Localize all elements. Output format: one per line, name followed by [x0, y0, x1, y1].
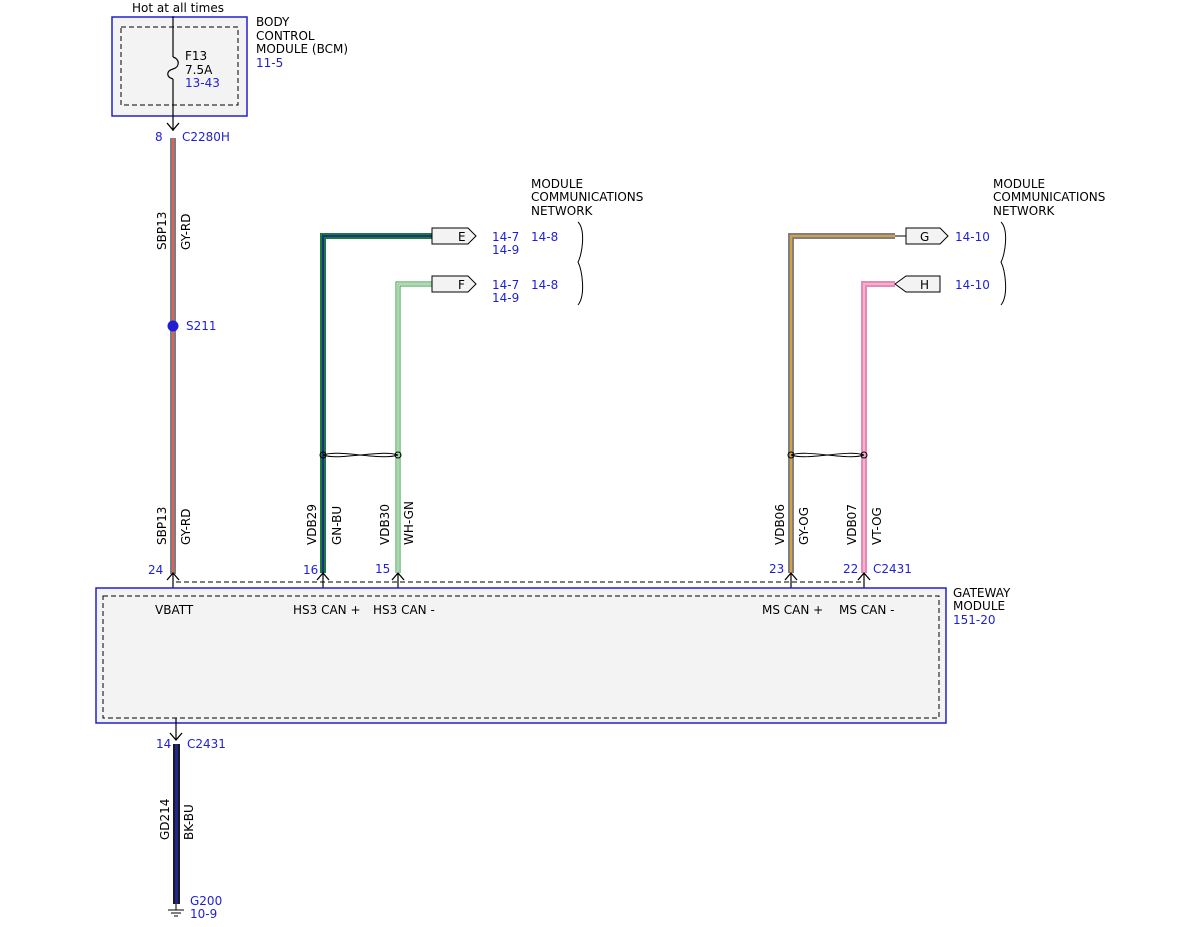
pin-label-ms-can-minus: MS CAN -: [839, 603, 895, 617]
pin-arrows: [166, 572, 871, 588]
pin-num-15: 15: [375, 562, 390, 576]
connector-f-extra[interactable]: 14-8: [531, 278, 558, 292]
splice-dot[interactable]: [167, 320, 179, 332]
network-right-title-2: COMMUNICATIONS: [993, 190, 1105, 204]
bcm-name-line-2: CONTROL: [256, 29, 315, 43]
connector-h-tag[interactable]: [894, 275, 941, 293]
wire-sbp13-color-lower: GY-RD: [179, 508, 193, 545]
connector-e-ref-2[interactable]: 14-9: [492, 243, 519, 257]
connector-e-tag[interactable]: [431, 227, 477, 245]
pin-num-23: 23: [769, 562, 784, 576]
gateway-module-box[interactable]: [95, 587, 947, 724]
bcm-name-line-1: BODY: [256, 15, 290, 29]
network-right-title-1: MODULE: [993, 177, 1045, 191]
wire-vdb07-color: VT-OG: [870, 507, 884, 545]
pin-label-hs3-can-minus: HS3 CAN -: [373, 603, 435, 617]
pin-num-16: 16: [303, 563, 318, 577]
connector-g-tag[interactable]: [905, 227, 949, 245]
gateway-ref[interactable]: 151-20: [953, 613, 996, 627]
gateway-name-line-2: MODULE: [953, 599, 1005, 613]
fuse-id: F13: [185, 49, 207, 63]
connector-g-ref[interactable]: 14-10: [955, 230, 990, 244]
splice-id[interactable]: S211: [186, 319, 217, 333]
wire-sbp13-circuit-lower: SBP13: [155, 507, 169, 545]
bcm-ref[interactable]: 11-5: [256, 56, 283, 70]
bcm-box[interactable]: [111, 16, 248, 117]
connector-e-extra[interactable]: 14-8: [531, 230, 558, 244]
network-left-title-3: NETWORK: [531, 204, 594, 218]
pin-label-ms-can-plus: MS CAN +: [762, 603, 823, 617]
bcm-inner-box: [120, 26, 239, 106]
gateway-name-line-1: GATEWAY: [953, 586, 1011, 600]
connector-arrow-icon: [166, 122, 180, 131]
connector-f-letter: F: [458, 278, 465, 292]
fuse-rating: 7.5A: [185, 63, 213, 77]
network-right-title-3: NETWORK: [993, 204, 1056, 218]
pin-label-vbatt: VBATT: [155, 603, 194, 617]
fuse-icon: [167, 56, 179, 80]
fuse-ref[interactable]: 13-43: [185, 76, 220, 90]
pin-num-24: 24: [148, 563, 163, 577]
wire-vdb29-circuit: VDB29: [305, 504, 319, 545]
pin-num-22: 22: [843, 562, 858, 576]
gateway-connector-id[interactable]: C2431: [873, 562, 912, 576]
pin-label-hs3-can-plus: HS3 CAN +: [293, 603, 361, 617]
brace-icon: [1000, 221, 1007, 306]
network-left-title-1: MODULE: [531, 177, 583, 191]
wire-vdb06-circuit: VDB06: [773, 504, 787, 545]
twisted-pair-icon: [322, 452, 399, 458]
ground-point-id[interactable]: G200: [190, 894, 222, 908]
wire-sbp13-circuit-upper: SBP13: [155, 212, 169, 250]
bcm-connector-pin: 8: [155, 130, 163, 144]
wire-vdb29-color: GN-BU: [330, 506, 344, 545]
wire-sbp13-color-upper: GY-RD: [179, 213, 193, 250]
ground-icon: [168, 904, 184, 917]
wire-vdb07-circuit: VDB07: [845, 504, 859, 545]
connector-e-ref-1[interactable]: 14-7: [492, 230, 519, 244]
ground-pin-num: 14: [156, 737, 171, 751]
ground-connector-id[interactable]: C2431: [187, 737, 226, 751]
wire-gd214-color: BK-BU: [182, 804, 196, 840]
connector-e-letter: E: [458, 230, 466, 244]
connector-arrow-icon: [169, 732, 183, 741]
connector-f-ref-1[interactable]: 14-7: [492, 278, 519, 292]
wire-vdb30-circuit: VDB30: [378, 504, 392, 545]
connector-h-ref[interactable]: 14-10: [955, 278, 990, 292]
connector-h-letter: H: [920, 278, 929, 292]
ground-point-ref[interactable]: 10-9: [190, 907, 217, 921]
connector-f-ref-2[interactable]: 14-9: [492, 291, 519, 305]
wire-gd214-circuit: GD214: [158, 799, 172, 840]
connector-g-letter: G: [920, 230, 929, 244]
connector-f-tag[interactable]: [431, 275, 477, 293]
bcm-name-line-3: MODULE (BCM): [256, 42, 348, 56]
supply-label: Hot at all times: [132, 1, 224, 15]
gateway-inner-box: [102, 595, 940, 719]
brace-icon: [577, 221, 584, 306]
bcm-connector-id[interactable]: C2280H: [182, 130, 230, 144]
network-left-title-2: COMMUNICATIONS: [531, 190, 643, 204]
wire-vdb30-color: WH-GN: [402, 501, 416, 545]
twisted-pair-icon: [790, 452, 865, 458]
wire-vdb06-color: GY-OG: [797, 507, 811, 545]
